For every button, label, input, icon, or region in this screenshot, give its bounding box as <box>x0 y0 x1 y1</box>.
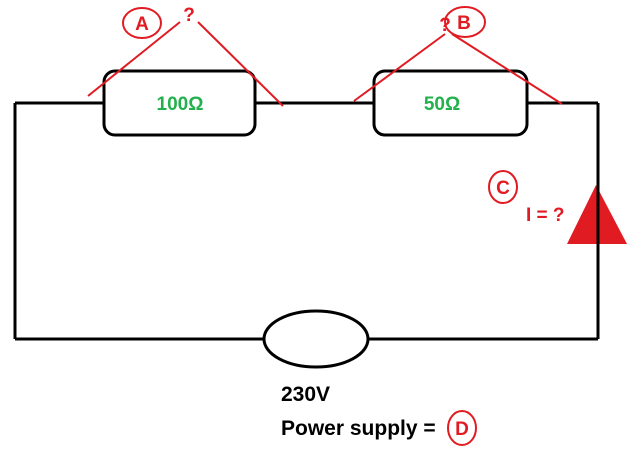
resistor-2-body <box>372 69 529 137</box>
circuit-wires <box>13 101 600 341</box>
marker-a-circle <box>122 7 162 39</box>
resistor-1-body <box>102 69 257 137</box>
marker-c-letter: C <box>496 178 510 199</box>
lead-a-left <box>87 21 181 97</box>
marker-d-letter: D <box>455 419 469 440</box>
marker-b-letter: B <box>457 13 471 34</box>
marker-a-question: ? <box>183 5 195 26</box>
resistor-2: 50Ω <box>372 69 529 137</box>
lead-a-right <box>197 21 284 107</box>
lead-b-right <box>451 33 563 105</box>
lead-b-left <box>353 33 446 102</box>
marker-d-circle <box>447 410 477 446</box>
current-label: I = ? <box>526 205 565 226</box>
marker-a-letter: A <box>135 14 149 35</box>
supply-symbol-icon <box>262 309 370 369</box>
measurement-b: ? B <box>353 6 563 105</box>
supply-voltage: 230V <box>281 383 330 406</box>
resistor-2-value: 50Ω <box>424 94 460 115</box>
measurement-a: A ? <box>87 5 284 107</box>
measurement-c: C I = ? <box>488 170 565 226</box>
resistor-1: 100Ω <box>102 69 257 137</box>
marker-b-circle <box>444 6 486 38</box>
marker-c-circle <box>488 170 518 204</box>
marker-b-question: ? <box>439 15 451 36</box>
supply-caption: 230V Power supply = D <box>281 383 477 446</box>
resistor-1-value: 100Ω <box>157 94 204 115</box>
supply-label: Power supply = <box>281 417 436 440</box>
